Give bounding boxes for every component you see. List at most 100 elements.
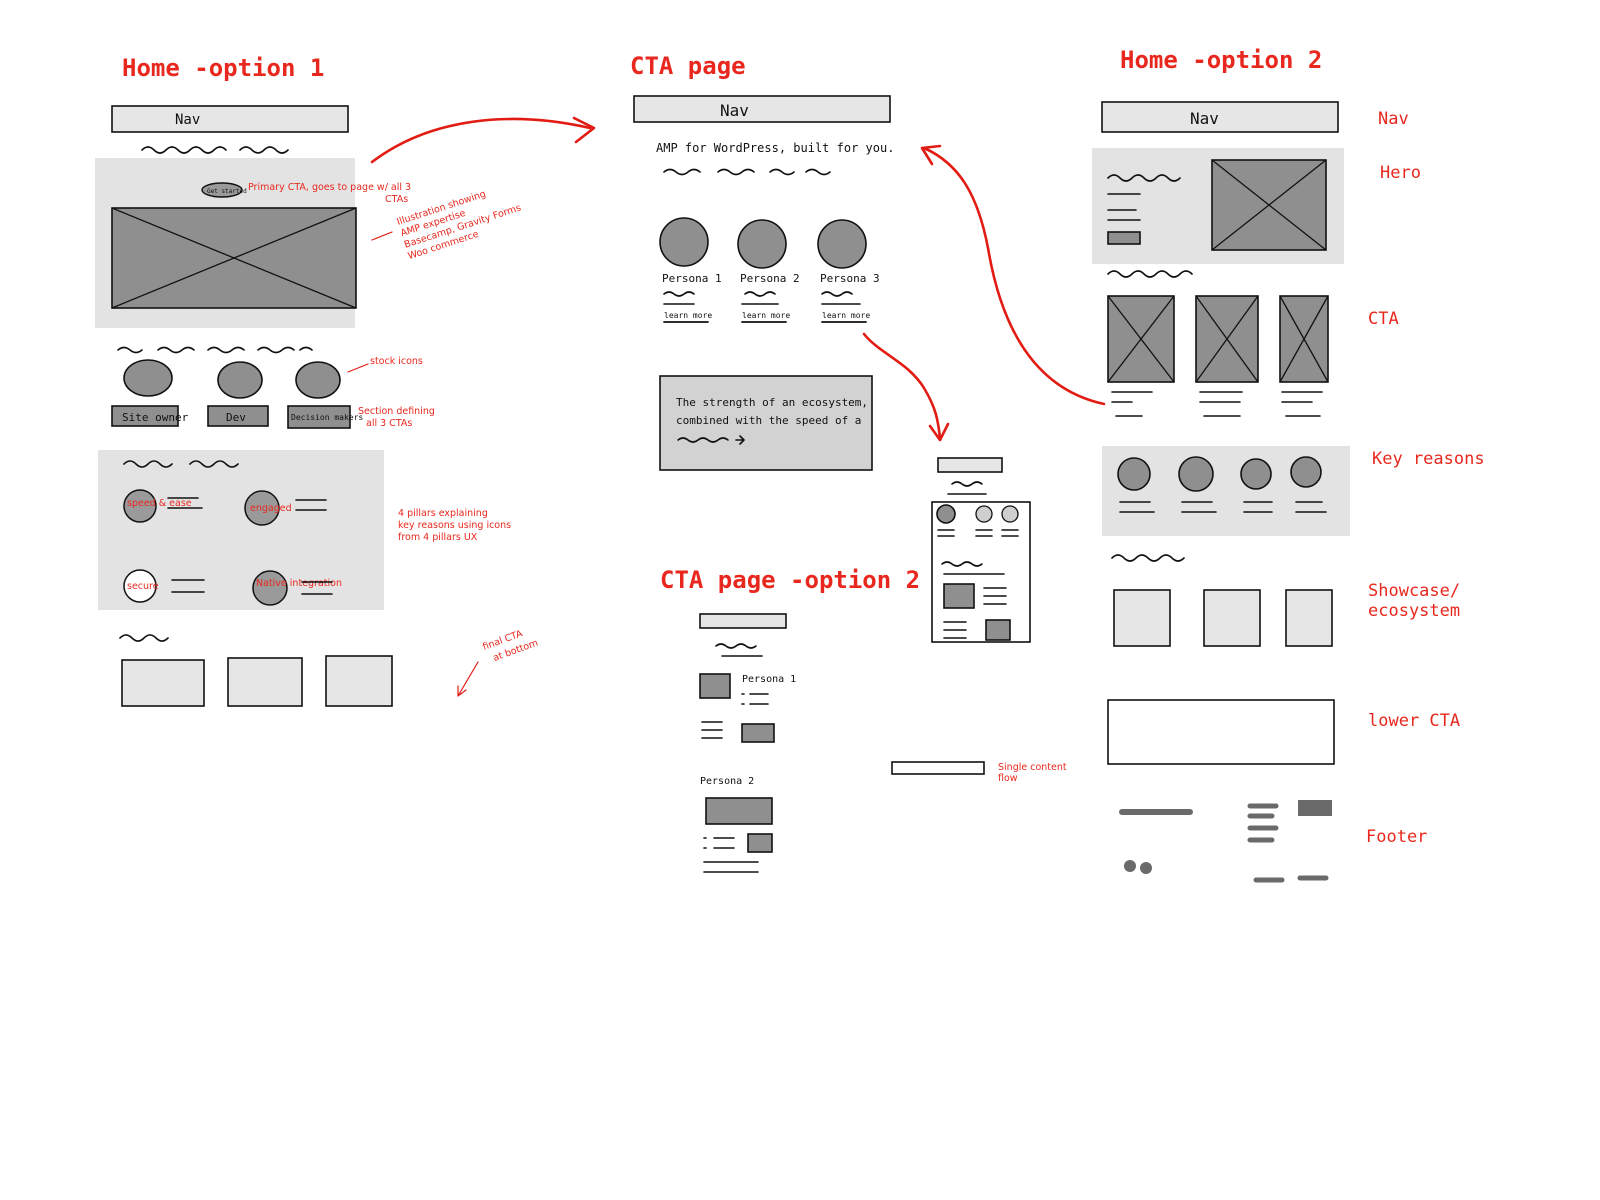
cta-persona-avatar-1 — [659, 217, 709, 267]
cta-persona-avatar-3 — [817, 219, 867, 269]
cta-learn-more-1[interactable]: learn more — [664, 311, 712, 320]
cta-headline: AMP for WordPress, built for you. — [656, 141, 894, 155]
home1-pillar-label-4: Native integration — [256, 578, 342, 589]
cta-learn-more-3[interactable]: learn more — [822, 311, 870, 320]
home1-persona-icon-3 — [295, 361, 341, 399]
home1-persona-button-1[interactable] — [111, 405, 179, 427]
home1-final-cta-box-3 — [325, 655, 393, 707]
mobile-heading-squiggle — [947, 481, 987, 495]
home2-reason-icon-3 — [1240, 458, 1272, 490]
home1-persona-icon-2 — [217, 361, 263, 399]
home1-final-heading-squiggle — [119, 634, 169, 642]
home2-cta-image-2-x2 — [1195, 295, 1259, 383]
home2-footer-bottom-lines — [1253, 875, 1329, 883]
cta-persona-label-3: Persona 3 — [820, 272, 880, 285]
home1-persona-label-1: Site owner — [122, 411, 189, 424]
cta2-persona2-label: Persona 2 — [700, 776, 754, 787]
cta-page-option2-title: CTA page -option 2 — [660, 566, 920, 594]
home1-persona-button-2[interactable] — [207, 405, 269, 427]
home2-side-label-ecosystem: ecosystem — [1368, 601, 1460, 621]
home-option2-title: Home -option 2 — [1120, 46, 1322, 74]
home2-hero-button[interactable] — [1107, 231, 1141, 245]
mobile-section-squiggle — [941, 561, 1005, 575]
home1-pillars-heading-squiggle — [123, 460, 239, 468]
home1-nav-bar — [111, 105, 349, 133]
home1-pillar-text-1 — [167, 497, 203, 509]
home2-side-label-key-reasons: Key reasons — [1372, 449, 1485, 469]
home2-reason-text — [1119, 501, 1327, 513]
home2-showcase-box-2 — [1203, 589, 1261, 647]
home1-stock-icons-pointer — [347, 363, 369, 373]
cta2-persona2-button[interactable] — [747, 833, 773, 853]
home1-final-cta-box-2 — [227, 657, 303, 707]
home2-side-label-cta: CTA — [1368, 309, 1399, 329]
home2-footer-social-2 — [1140, 862, 1152, 874]
home1-note-stock-icons: stock icons — [370, 356, 423, 367]
arrow-home1-to-cta-head — [572, 116, 596, 144]
cta-ecosystem-line-2: combined with the speed of a — [676, 414, 861, 427]
home1-final-cta-box-1 — [121, 659, 205, 707]
home1-note-primary-cta-2: CTAs — [385, 194, 408, 205]
home2-cta-image-3-x2 — [1279, 295, 1329, 383]
mobile-wireframe: Single content flow — [891, 457, 1067, 784]
home1-persona-label-2: Dev — [226, 411, 246, 424]
cta-nav-label: Nav — [720, 101, 749, 120]
home2-showcase-box-3 — [1285, 589, 1333, 647]
home1-cta-label: Get started — [207, 188, 247, 195]
home1-illustration-x2 — [111, 207, 357, 309]
mobile-persona-avatar-2 — [975, 505, 993, 523]
home2-footer-block — [1298, 800, 1332, 816]
cta-persona-label-1: Persona 1 — [662, 272, 722, 285]
home1-headline-squiggle — [141, 146, 289, 154]
home2-cta-text — [1111, 391, 1323, 417]
note-single-flow-2: flow — [998, 773, 1018, 784]
home1-pillar-icon-2 — [244, 490, 280, 526]
home1-pillar-label-2: engaged — [250, 503, 292, 514]
arrow-home2-to-cta — [922, 146, 1106, 406]
home2-nav-bar — [1101, 101, 1339, 133]
home1-persona-icon-1 — [123, 359, 173, 397]
home1-note-illustration: Illustration showing AMP expertise Basec… — [396, 189, 523, 262]
arrow-cta-to-mobile-head — [928, 422, 950, 442]
cta-persona-label-2: Persona 2 — [740, 272, 800, 285]
mobile-persona-avatar-3 — [1001, 505, 1019, 523]
cta2-persona1-label: Persona 1 — [742, 674, 796, 685]
home2-reason-icon-2 — [1178, 456, 1214, 492]
home1-pillar-label-1: speed & ease — [127, 498, 192, 509]
cta2-heading-squiggle — [715, 643, 763, 657]
home1-cta-button[interactable] — [201, 182, 243, 198]
home1-note-section-1: Section defining — [358, 406, 435, 417]
home1-pillar-text-3 — [171, 579, 205, 593]
home1-pillar-text-2 — [295, 499, 327, 511]
cta2-persona2-text — [703, 861, 759, 873]
home1-illustration-pointer — [371, 231, 393, 241]
home1-persona-button-3[interactable] — [287, 405, 351, 429]
home2-showcase-heading — [1111, 554, 1185, 562]
cta-nav-bar — [633, 95, 891, 123]
mobile-persona-text — [937, 529, 1019, 537]
home2-footer-social-1 — [1124, 860, 1136, 872]
home2-cta-heading — [1107, 270, 1193, 278]
home2-side-label-hero: Hero — [1380, 163, 1421, 183]
home-option2-wireframe: Nav — [1092, 101, 1350, 883]
mobile-nav-bar — [937, 457, 1003, 473]
home1-pillar-text-4 — [301, 581, 333, 595]
home1-note-final-cta: final CTA at bottom — [481, 628, 539, 664]
cta-persona-avatar-2 — [737, 219, 787, 269]
home2-side-labels: Nav Hero CTA Key reasons Showcase/ ecosy… — [1366, 109, 1485, 847]
home1-note-primary-cta-1: Primary CTA, goes to page w/ all 3 — [248, 182, 411, 193]
cta-subhead-squiggle — [663, 168, 831, 176]
cta2-persona1-button[interactable] — [741, 723, 775, 743]
cta-page-wireframe: Nav AMP for WordPress, built for you. Pe… — [633, 95, 894, 471]
home1-pillar-icon-4 — [252, 570, 288, 606]
mobile-persona-avatar-1 — [936, 504, 956, 524]
cta-persona-squiggles — [663, 291, 861, 305]
single-flow-bar — [891, 761, 985, 775]
arrow-cta-to-mobile — [862, 332, 942, 440]
cta2-persona1-image — [699, 673, 731, 699]
cta-ecosystem-box — [659, 375, 873, 471]
home2-side-label-footer: Footer — [1366, 827, 1427, 847]
home1-note-pillars-2: key reasons using icons — [398, 520, 511, 531]
cta-learn-more-2[interactable]: learn more — [742, 311, 790, 320]
